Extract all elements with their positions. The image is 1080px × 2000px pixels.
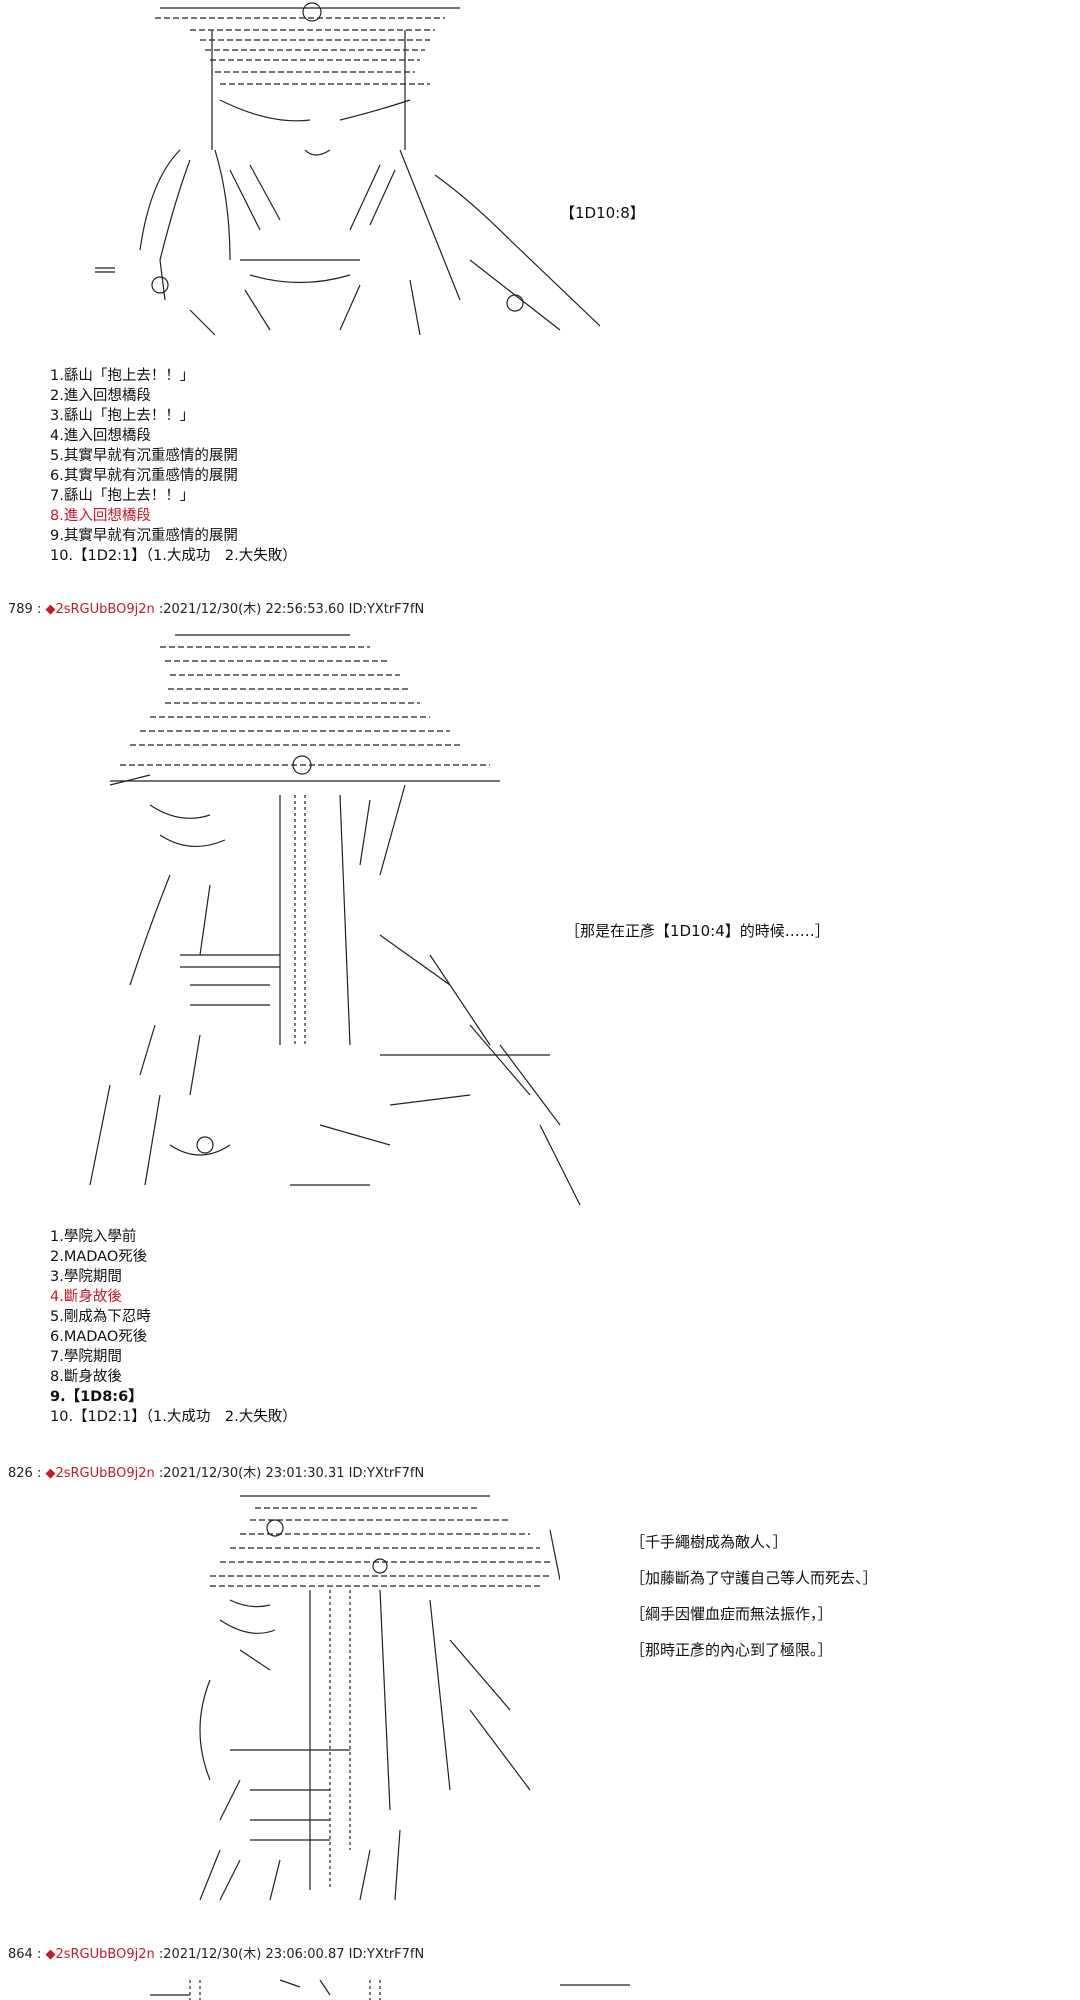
roll-result-caption: 【1D10:8】: [560, 204, 645, 222]
poster-tripcode: ◆2sRGUbBO9j2n: [45, 602, 155, 617]
list-item: 8.斷身故後: [50, 1369, 122, 1385]
post-id[interactable]: ID:YXtrF7fN: [348, 1466, 425, 1481]
ascii-art-figure-3: [180, 1490, 560, 1910]
post-header-789: 789 : ◆2sRGUbBO9j2n :2021/12/30(木) 22:56…: [8, 602, 425, 617]
list-item: 2.MADAO死後: [50, 1249, 148, 1265]
ascii-art-figure-1: [40, 0, 600, 350]
list-item: 7.學院期間: [50, 1349, 122, 1365]
poster-tripcode: ◆2sRGUbBO9j2n: [45, 1947, 155, 1962]
post-number[interactable]: 826: [8, 1466, 33, 1481]
list-item-selected: 8.進入回想橋段: [50, 508, 151, 524]
list-item: 10.【1D2:1】（1.大成功 2.大失敗）: [50, 548, 297, 564]
list-item: 7.繇山「抱上去！！」: [50, 488, 195, 504]
list-item: 5.其實早就有沉重感情的展開: [50, 448, 238, 464]
list-item: 1.繇山「抱上去！！」: [50, 368, 195, 384]
post-number[interactable]: 864: [8, 1947, 33, 1962]
list-item: 3.繇山「抱上去！！」: [50, 408, 195, 424]
list-item: 2.進入回想橋段: [50, 388, 151, 404]
choice-list-1: 1.繇山「抱上去！！」 2.進入回想橋段 3.繇山「抱上去！！」 4.進入回想橋…: [50, 366, 297, 566]
list-item: 4.進入回想橋段: [50, 428, 151, 444]
post-datetime: :2021/12/30(木) 22:56:53.60: [158, 602, 345, 617]
narration-caption-4: ［那時正彥的內心到了極限。］: [630, 1641, 833, 1659]
poster-tripcode: ◆2sRGUbBO9j2n: [45, 1466, 155, 1481]
post-id[interactable]: ID:YXtrF7fN: [348, 1947, 425, 1962]
ascii-art-figure-4-partial: [130, 1975, 630, 2000]
ascii-art-figure-2: [50, 625, 610, 1215]
narration-caption-3: ［綱手因懼血症而無法振作，］: [630, 1605, 833, 1623]
post-number[interactable]: 789: [8, 602, 33, 617]
list-item: 6.其實早就有沉重感情的展開: [50, 468, 238, 484]
post-header-826: 826 : ◆2sRGUbBO9j2n :2021/12/30(木) 23:01…: [8, 1466, 425, 1481]
list-item: 1.學院入學前: [50, 1229, 137, 1245]
post-id[interactable]: ID:YXtrF7fN: [348, 602, 425, 617]
list-item: 9.【1D8:6】: [50, 1389, 143, 1405]
list-item: 5.剛成為下忍時: [50, 1309, 151, 1325]
post-datetime: :2021/12/30(木) 23:01:30.31: [158, 1466, 345, 1481]
list-item: 10.【1D2:1】（1.大成功 2.大失敗）: [50, 1409, 297, 1425]
list-item: 3.學院期間: [50, 1269, 122, 1285]
list-item-selected: 4.斷身故後: [50, 1289, 122, 1305]
list-item: 9.其實早就有沉重感情的展開: [50, 528, 238, 544]
list-item: 6.MADAO死後: [50, 1329, 148, 1345]
narration-caption-1: ［千手繩樹成為敵人、］: [630, 1533, 788, 1551]
post-header-864: 864 : ◆2sRGUbBO9j2n :2021/12/30(木) 23:06…: [8, 1947, 425, 1962]
narration-caption-2: ［加藤斷為了守護自己等人而死去、］: [630, 1569, 878, 1587]
post-datetime: :2021/12/30(木) 23:06:00.87: [158, 1947, 345, 1962]
scene-caption-789: ［那是在正彥【1D10:4】的時候……］: [565, 922, 830, 940]
choice-list-2: 1.學院入學前 2.MADAO死後 3.學院期間 4.斷身故後 5.剛成為下忍時…: [50, 1227, 297, 1427]
